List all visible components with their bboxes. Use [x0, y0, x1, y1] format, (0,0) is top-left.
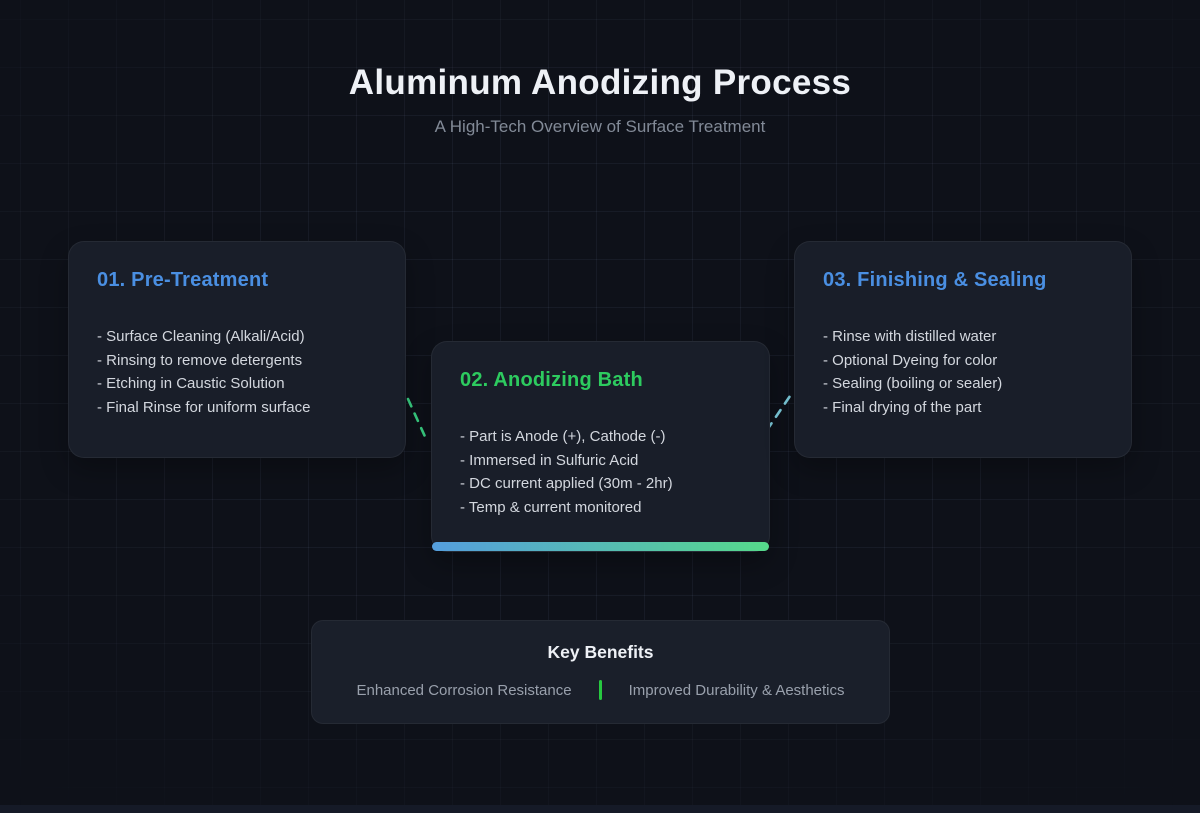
card-pre-treatment-list: - Surface Cleaning (Alkali/Acid) - Rinsi… — [97, 325, 377, 419]
card-finishing-sealing: 03. Finishing & Sealing - Rinse with dis… — [794, 241, 1132, 458]
list-item: - DC current applied (30m - 2hr) — [460, 475, 673, 492]
list-item: - Final Rinse for uniform surface — [97, 398, 311, 416]
key-benefits-title: Key Benefits — [547, 642, 654, 662]
list-item: - Surface Cleaning (Alkali/Acid) — [97, 328, 305, 345]
benefit-item: Improved Durability & Aesthetics — [628, 681, 845, 699]
header: Aluminum Anodizing Process A High-Tech O… — [0, 0, 1200, 137]
card-finishing-sealing-list: - Rinse with distilled water - Optional … — [823, 325, 1103, 419]
card-anodizing-bath-list: - Part is Anode (+), Cathode (-) - Immer… — [460, 425, 741, 519]
list-item: - Part is Anode (+), Cathode (-) — [460, 428, 666, 445]
card-pre-treatment: 01. Pre-Treatment - Surface Cleaning (Al… — [68, 241, 406, 458]
gradient-accent-bar — [432, 542, 769, 551]
list-item: - Temp & current monitored — [460, 498, 642, 516]
card-pre-treatment-title: 01. Pre-Treatment — [97, 269, 269, 291]
benefits-divider — [598, 680, 602, 700]
list-item: - Etching in Caustic Solution — [97, 375, 285, 392]
key-benefits-row: Enhanced Corrosion Resistance Improved D… — [312, 680, 889, 700]
card-anodizing-bath-title: 02. Anodizing Bath — [460, 369, 643, 391]
footer-strip — [0, 805, 1200, 813]
key-benefits-panel: Key Benefits Enhanced Corrosion Resistan… — [311, 620, 890, 724]
list-item: - Rinsing to remove detergents — [97, 351, 303, 369]
list-item: - Sealing (boiling or sealer) — [823, 375, 1003, 392]
list-item: - Immersed in Sulfuric Acid — [460, 451, 639, 469]
list-item: - Optional Dyeing for color — [823, 351, 998, 369]
card-anodizing-bath: 02. Anodizing Bath - Part is Anode (+), … — [431, 341, 770, 552]
list-item: - Rinse with distilled water — [823, 328, 997, 345]
list-item: - Final drying of the part — [823, 398, 982, 416]
benefit-item: Enhanced Corrosion Resistance — [356, 681, 572, 699]
card-finishing-sealing-title: 03. Finishing & Sealing — [823, 269, 1047, 291]
page-title: Aluminum Anodizing Process — [348, 63, 852, 102]
page-subtitle: A High-Tech Overview of Surface Treatmen… — [434, 117, 766, 136]
